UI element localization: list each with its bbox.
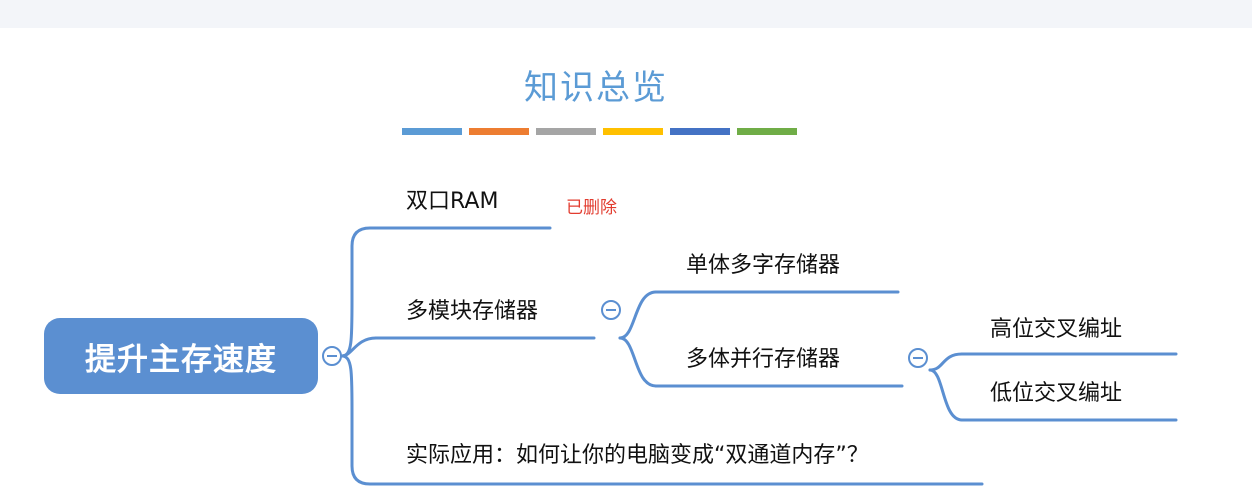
minus-icon: [606, 309, 616, 311]
minus-icon: [327, 355, 337, 357]
connector-multimodule-single: [618, 290, 658, 340]
topic-dual-port-ram[interactable]: 双口RAM: [406, 189, 499, 214]
topic-practical-application[interactable]: 实际应用：如何让你的电脑变成“双通道内存”？: [406, 443, 869, 468]
topic-multimodule-memory[interactable]: 多模块存储器: [406, 299, 539, 324]
collapse-root-toggle[interactable]: [322, 346, 342, 366]
connector-root-multimodule: [340, 336, 378, 358]
theme-color-strip: [402, 128, 804, 135]
deleted-note: 已删除: [566, 198, 617, 218]
topic-high-order-interleave[interactable]: 高位交叉编址: [990, 317, 1123, 342]
connector-root-application: [340, 354, 378, 486]
theme-swatch: [737, 128, 797, 135]
theme-swatch: [670, 128, 730, 135]
theme-swatch: [536, 128, 596, 135]
connector-multimodule-parallel: [618, 336, 658, 388]
connector-root-ram: [340, 226, 378, 358]
top-toolbar-band: [0, 0, 1252, 28]
topic-single-multiword-memory[interactable]: 单体多字存储器: [686, 253, 841, 278]
theme-swatch: [603, 128, 663, 135]
topic-low-order-interleave[interactable]: 低位交叉编址: [990, 381, 1123, 406]
connector-parallel-high: [928, 352, 964, 372]
mindmap-title: 知识总览: [524, 68, 668, 108]
connector-parallel-low: [928, 368, 964, 422]
collapse-multimodule-toggle[interactable]: [601, 300, 621, 320]
theme-swatch: [469, 128, 529, 135]
root-node-label: 提升主存速度: [85, 341, 277, 378]
theme-swatch: [402, 128, 462, 135]
collapse-parallel-toggle[interactable]: [908, 348, 928, 368]
topic-multibank-parallel-memory[interactable]: 多体并行存储器: [686, 347, 841, 372]
minus-icon: [913, 357, 923, 359]
root-node[interactable]: 提升主存速度: [44, 318, 318, 394]
